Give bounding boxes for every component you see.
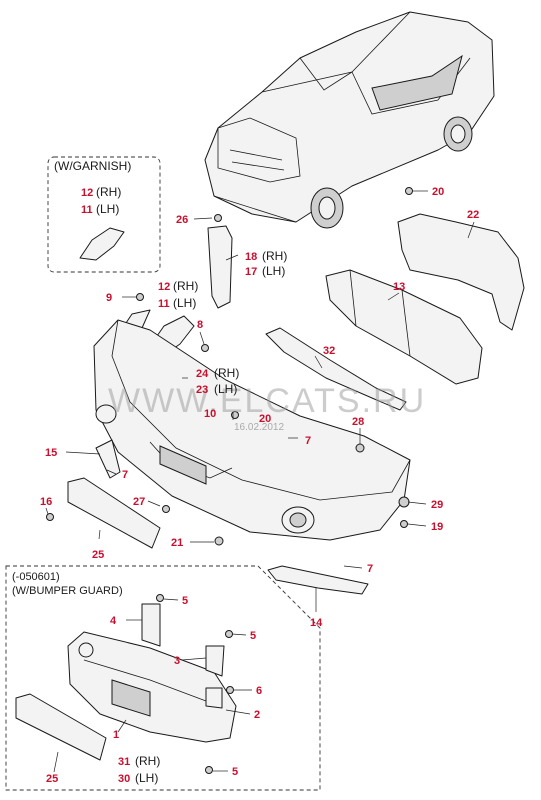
callout-12: 12: [158, 281, 170, 293]
side-rh-31: (RH): [135, 754, 160, 768]
callout-27: 27: [133, 496, 145, 508]
callout-29: 29: [431, 499, 443, 511]
callout-10: 10: [204, 408, 216, 420]
callout-14: 14: [310, 617, 323, 629]
callout-7-mid: 7: [305, 435, 311, 447]
callout-25-main: 25: [92, 549, 104, 561]
guard-box-line2: (W/BUMPER GUARD): [12, 585, 123, 597]
leader-lines: [45, 190, 475, 773]
guard-box-line1: (-050601): [12, 571, 60, 583]
callout-17: 17: [245, 266, 257, 278]
callout-7-left: 7: [122, 469, 128, 481]
callout-4: 4: [110, 615, 117, 627]
side-rh-12-garnish: (RH): [96, 185, 121, 199]
callout-3: 3: [174, 655, 180, 667]
callout-5-mid: 5: [250, 630, 256, 642]
callout-11: 11: [158, 298, 170, 310]
callout-18: 18: [245, 251, 257, 263]
callout-24: 24: [196, 368, 209, 380]
callout-5-bottom: 5: [232, 766, 238, 778]
callout-30: 30: [118, 773, 130, 785]
callout-9: 9: [106, 292, 112, 304]
callout-32: 32: [323, 345, 335, 357]
callout-12-garnish: 12: [81, 187, 93, 199]
fasteners: [46, 187, 413, 546]
callout-6: 6: [256, 685, 262, 697]
watermark-text: WWW.ELCATS.RU: [108, 382, 426, 420]
callout-7-right: 7: [367, 563, 373, 575]
callout-20-top: 20: [432, 186, 444, 198]
callout-22: 22: [467, 209, 479, 221]
callout-1: 1: [113, 729, 119, 741]
callout-13: 13: [393, 281, 405, 293]
callout-5-top: 5: [182, 595, 188, 607]
garnish-variant-box: (W/GARNISH): [47, 156, 161, 273]
side-rh-18: (RH): [262, 249, 287, 263]
bumper-guard-variant-box: (-050601) (W/BUMPER GUARD): [5, 565, 321, 791]
side-rh-24: (RH): [214, 366, 239, 380]
callout-labels: 12 (RH) 11 (LH) 26 20 22 18 (RH) 17 (LH)…: [40, 185, 479, 785]
callout-11-garnish: 11: [81, 204, 93, 216]
front-bumper-cover: [67, 319, 411, 595]
side-rh-12: (RH): [173, 279, 198, 293]
callout-16: 16: [40, 496, 52, 508]
callout-31: 31: [118, 756, 130, 768]
callout-28: 28: [352, 416, 364, 428]
callout-23: 23: [196, 384, 208, 396]
watermark-date: 16.02.2012: [234, 422, 284, 433]
side-lh-11: (LH): [173, 296, 196, 310]
side-lh-11-garnish: (LH): [96, 202, 119, 216]
callout-2: 2: [254, 709, 260, 721]
callout-8: 8: [197, 319, 203, 331]
garnish-box-title: (W/GARNISH): [54, 159, 131, 173]
callout-26: 26: [176, 214, 188, 226]
callout-25-guard: 25: [46, 773, 58, 785]
side-lh-23: (LH): [214, 382, 237, 396]
side-lh-30: (LH): [135, 771, 158, 785]
callout-21: 21: [171, 537, 183, 549]
callout-20-mid: 20: [259, 413, 271, 425]
vehicle-illustration: [204, 11, 495, 229]
callout-19: 19: [431, 521, 443, 533]
callout-15: 15: [45, 447, 57, 459]
bumper-upper-parts: [119, 213, 525, 411]
side-lh-17: (LH): [262, 264, 285, 278]
